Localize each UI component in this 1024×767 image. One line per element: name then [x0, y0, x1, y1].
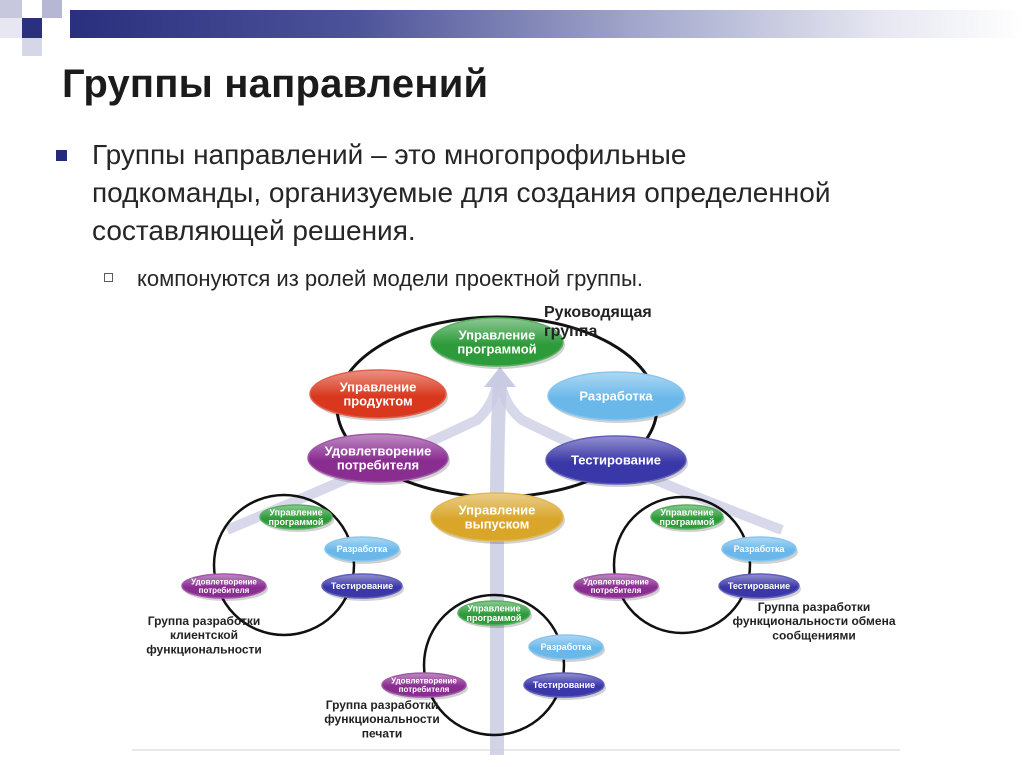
left-group-label: функциональности [146, 642, 262, 656]
decor-square [22, 0, 42, 20]
right-node-user-label: потребителя [591, 586, 642, 595]
left-node-development [324, 536, 400, 562]
bottom-node-development [528, 634, 604, 660]
left-node-user [181, 573, 267, 599]
node-product-management-label: продуктом [343, 393, 412, 408]
node-user-experience-label: Удовлетворение [325, 444, 432, 459]
bottom-node-user-label: потребителя [399, 685, 450, 694]
bullet-sub-text: компонуются из ролей модели проектной гр… [137, 266, 643, 291]
left-group-label: клиентской [170, 628, 238, 642]
decor-square [42, 18, 62, 38]
node-release-management [430, 492, 564, 542]
square-bullet-icon [56, 150, 67, 161]
left-team-circle [212, 493, 356, 637]
bottom-node-program-label: программой [467, 613, 522, 623]
right-node-program [650, 504, 724, 530]
left-node-user-label: Удовлетворение [191, 578, 257, 587]
decor-square [0, 18, 22, 38]
right-node-user [573, 573, 659, 599]
decor-square [0, 38, 22, 56]
left-node-program [259, 504, 333, 530]
node-product-management-label: Управление [340, 380, 417, 395]
left-node-program-label: программой [269, 517, 324, 527]
node-release-management-label: выпуском [465, 516, 530, 531]
left-node-testing-label: Тестирование [331, 581, 393, 591]
right-group-label: функциональности обмена [732, 614, 895, 628]
bottom-node-development-label: Разработка [541, 642, 593, 652]
right-team-circle [612, 495, 752, 635]
arrow-head-icon [484, 367, 516, 387]
bottom-node-program-label: Управление [467, 603, 520, 613]
bottom-node-user [381, 672, 467, 698]
arrow-left-line [225, 379, 503, 535]
decor-square [22, 18, 42, 38]
right-node-program-label: Управление [660, 507, 713, 517]
right-node-development [721, 536, 797, 562]
bottom-group-label: функциональности [324, 712, 440, 726]
right-node-user-label: Удовлетворение [583, 578, 649, 587]
bottom-node-testing [523, 672, 605, 698]
header-gradient-bar [70, 10, 1024, 38]
node-development-label: Разработка [579, 389, 653, 404]
node-product-management [309, 369, 447, 419]
left-node-development-label: Разработка [337, 544, 389, 554]
right-node-program-label: программой [660, 517, 715, 527]
node-program-management [430, 317, 564, 367]
node-program-management-label: Управление [459, 328, 536, 343]
slide-title: Группы направлений [62, 62, 489, 106]
bottom-group-label: печати [362, 726, 403, 740]
left-node-program-label: Управление [269, 507, 322, 517]
node-testing-label: Тестирование [571, 453, 661, 468]
bottom-node-user-label: Удовлетворение [391, 677, 457, 686]
decor-square [22, 38, 42, 56]
right-node-testing-label: Тестирование [728, 581, 790, 591]
left-node-testing [321, 573, 403, 599]
node-development [547, 371, 685, 421]
decor-square [42, 0, 62, 20]
node-testing [545, 435, 687, 485]
right-node-testing [718, 573, 800, 599]
node-program-management-label: программой [457, 341, 536, 356]
right-group-label: Группа разработки [758, 600, 871, 614]
lead-group-label: Руководящая [544, 304, 652, 321]
right-group-label: сообщениями [772, 628, 855, 642]
bottom-node-program [457, 600, 531, 626]
bottom-group-label: Группа разработки [326, 698, 439, 712]
node-release-management-label: Управление [459, 503, 536, 518]
node-user-experience-label: потребителя [337, 457, 419, 472]
decor-square [0, 0, 22, 20]
lead-group-label: группа [544, 323, 597, 340]
left-group-label: Группа разработки [148, 614, 261, 628]
node-user-experience [307, 433, 449, 483]
arrow-center-line [490, 379, 507, 755]
bullet-main-text: Группы направлений – это многопрофильные… [92, 139, 831, 246]
hollow-square-bullet-icon [104, 273, 113, 282]
left-node-user-label: потребителя [199, 586, 250, 595]
right-node-development-label: Разработка [734, 544, 786, 554]
bottom-team-circle [422, 593, 566, 737]
bottom-node-testing-label: Тестирование [533, 680, 595, 690]
